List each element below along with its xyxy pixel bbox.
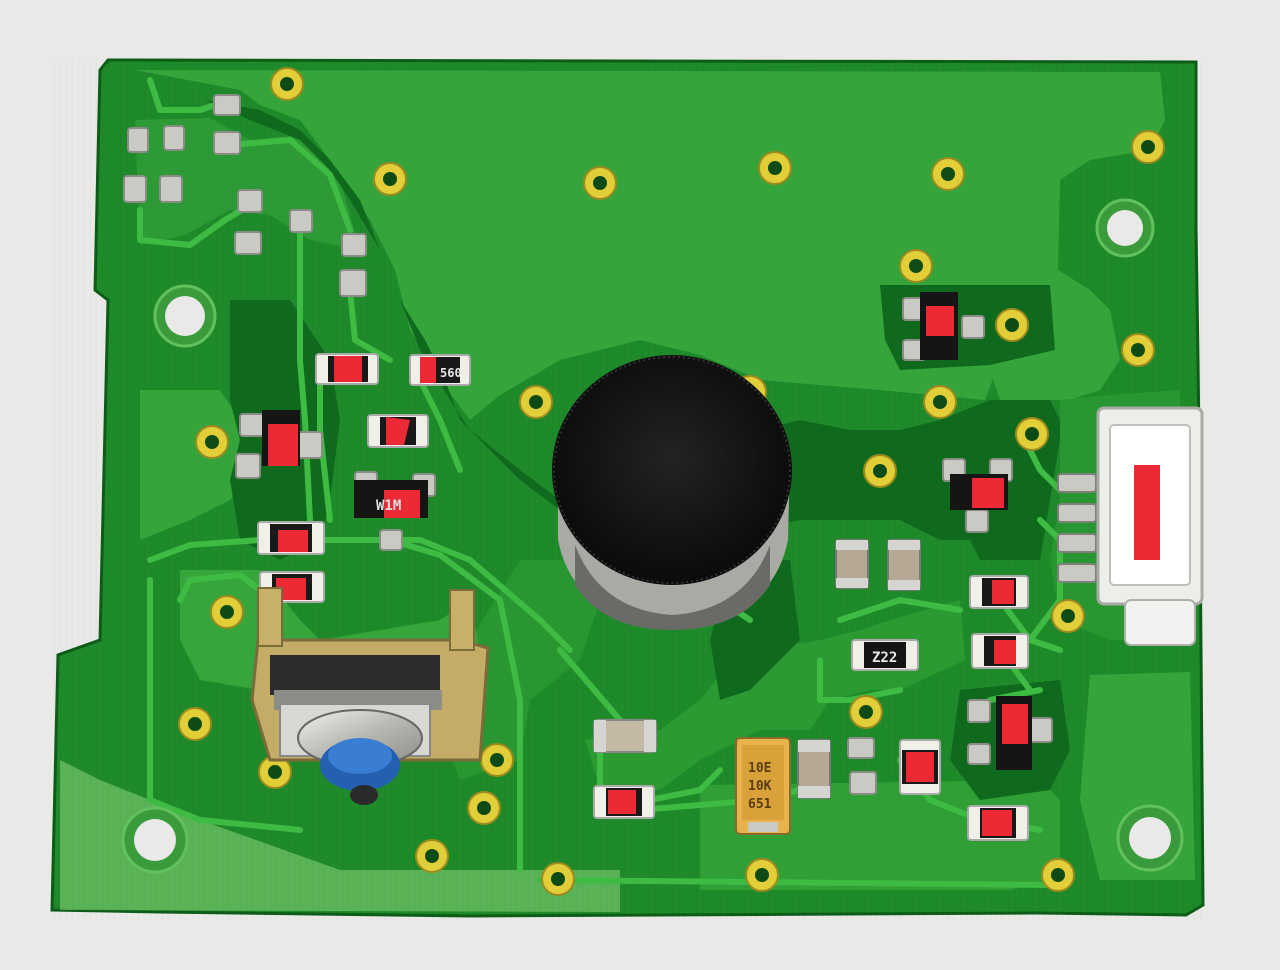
via-hole — [593, 176, 607, 190]
tantalum-line-3: 651 — [748, 797, 772, 812]
via-hole — [205, 435, 219, 449]
via-hole — [1061, 609, 1075, 623]
via-hole — [1131, 343, 1145, 357]
connector-pins — [1057, 473, 1097, 583]
via-hole — [768, 161, 782, 175]
connector-redaction — [1134, 465, 1160, 560]
passive-components: 560 Z22 — [257, 353, 1029, 841]
via-hole — [268, 765, 282, 779]
jst-connector — [1096, 406, 1204, 646]
mounting-holes — [121, 198, 1184, 874]
via-hole — [1051, 868, 1065, 882]
via-hole — [425, 849, 439, 863]
via-hole — [490, 753, 504, 767]
smd-pad-cluster — [123, 94, 1053, 795]
via-hole — [551, 872, 565, 886]
resistor-560-marking: 560 — [440, 366, 462, 380]
via-hole — [1141, 140, 1155, 154]
tantalum-line-1: 10E — [748, 761, 771, 776]
via-hole — [859, 705, 873, 719]
resistor-z22-marking: Z22 — [872, 650, 897, 666]
via-hole — [529, 395, 543, 409]
via-pads — [178, 67, 1165, 896]
transistor-w1m-marking: W1M — [376, 498, 401, 514]
via-hole — [188, 717, 202, 731]
electret-microphone — [552, 355, 792, 630]
via-hole — [941, 167, 955, 181]
transistors: W1M — [262, 292, 1032, 770]
via-hole — [280, 77, 294, 91]
via-hole — [477, 801, 491, 815]
tantalum-line-2: 10K — [748, 779, 772, 794]
via-hole — [1005, 318, 1019, 332]
via-hole — [909, 259, 923, 273]
via-hole — [220, 605, 234, 619]
via-hole — [933, 395, 947, 409]
via-hole — [755, 868, 769, 882]
via-hole — [1025, 427, 1039, 441]
via-hole — [383, 172, 397, 186]
via-hole — [873, 464, 887, 478]
tactile-switch — [250, 587, 490, 805]
